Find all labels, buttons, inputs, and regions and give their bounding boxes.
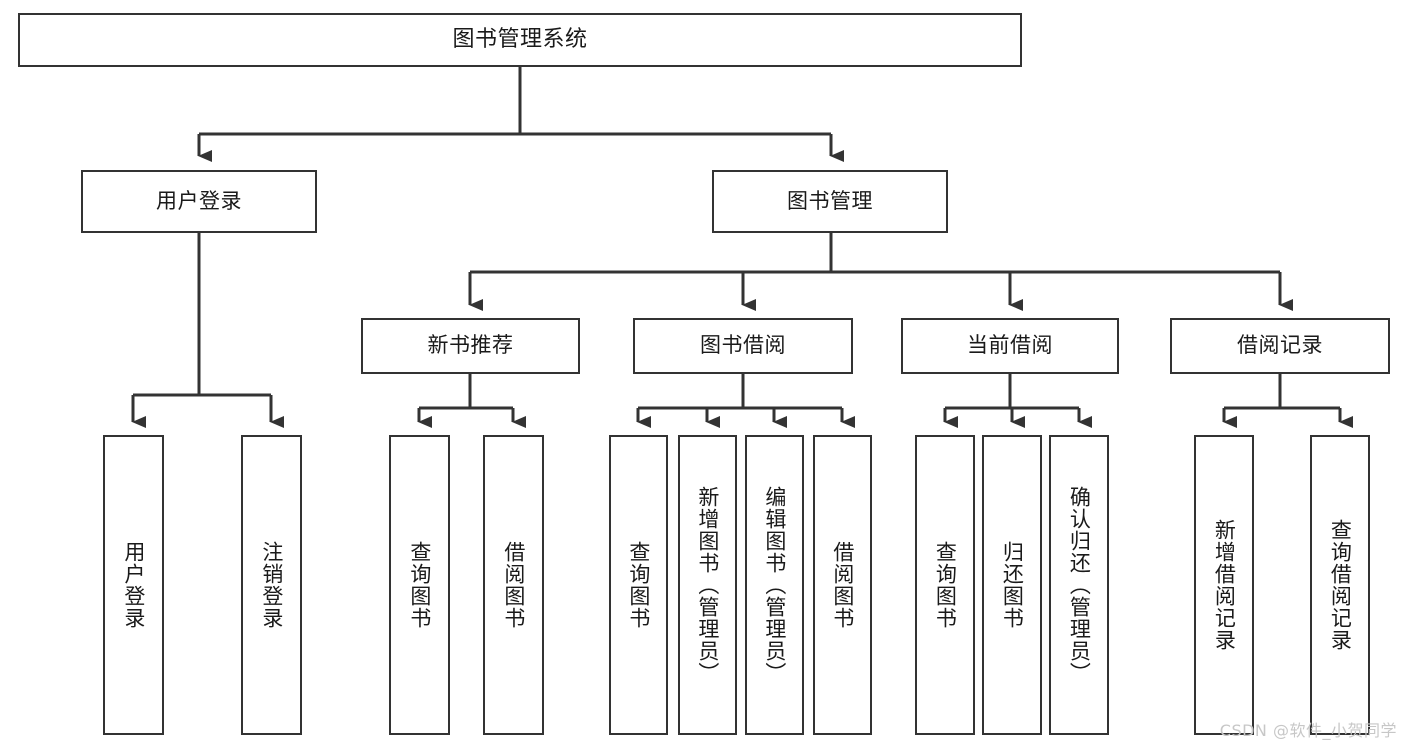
node-label: 图书管理系统 — [452, 26, 588, 52]
node-label: 借阅图书 — [501, 541, 526, 629]
node-user-login[interactable]: 用户登录 — [81, 170, 317, 233]
leaf-new-book-borrow[interactable]: 借阅图书 — [483, 435, 544, 735]
node-label: 图书借阅 — [700, 333, 786, 358]
node-new-book-recommend[interactable]: 新书推荐 — [361, 318, 580, 374]
node-label: 编辑图书（管理员） — [762, 486, 787, 684]
node-label: 查询借阅记录 — [1328, 519, 1353, 651]
leaf-book-borrow-borrow[interactable]: 借阅图书 — [813, 435, 872, 735]
leaf-book-borrow-add-admin[interactable]: 新增图书（管理员） — [678, 435, 737, 735]
leaf-current-borrow-query[interactable]: 查询图书 — [915, 435, 975, 735]
node-current-borrow[interactable]: 当前借阅 — [901, 318, 1119, 374]
leaf-book-borrow-query[interactable]: 查询图书 — [609, 435, 668, 735]
node-label: 查询图书 — [626, 541, 651, 629]
leaf-user-login-login[interactable]: 用户登录 — [103, 435, 164, 735]
node-label: 新增借阅记录 — [1212, 519, 1237, 651]
node-label: 图书管理 — [787, 188, 873, 213]
node-root-library-system[interactable]: 图书管理系统 — [18, 13, 1022, 67]
csdn-watermark: CSDN @软件_小贺同学 — [1219, 721, 1397, 740]
node-label: 归还图书 — [1000, 541, 1025, 629]
leaf-current-borrow-confirm-admin[interactable]: 确认归还（管理员） — [1049, 435, 1109, 735]
node-label: 查询图书 — [407, 541, 432, 629]
leaf-records-query[interactable]: 查询借阅记录 — [1310, 435, 1370, 735]
leaf-user-login-logout[interactable]: 注销登录 — [241, 435, 302, 735]
node-label: 新增图书（管理员） — [695, 486, 720, 684]
node-label: 查询图书 — [933, 541, 958, 629]
node-label: 借阅记录 — [1237, 333, 1323, 358]
leaf-records-add[interactable]: 新增借阅记录 — [1194, 435, 1254, 735]
node-label: 注销登录 — [259, 541, 284, 629]
node-book-management[interactable]: 图书管理 — [712, 170, 948, 233]
leaf-book-borrow-edit-admin[interactable]: 编辑图书（管理员） — [745, 435, 804, 735]
node-book-borrow[interactable]: 图书借阅 — [633, 318, 853, 374]
node-label: 当前借阅 — [967, 333, 1053, 358]
node-label: 用户登录 — [121, 541, 146, 629]
node-label: 借阅图书 — [830, 541, 855, 629]
node-label: 用户登录 — [156, 188, 242, 213]
node-borrow-records[interactable]: 借阅记录 — [1170, 318, 1390, 374]
leaf-new-book-query[interactable]: 查询图书 — [389, 435, 450, 735]
leaf-current-borrow-return[interactable]: 归还图书 — [982, 435, 1042, 735]
node-label: 确认归还（管理员） — [1067, 486, 1092, 684]
node-label: 新书推荐 — [427, 333, 514, 358]
